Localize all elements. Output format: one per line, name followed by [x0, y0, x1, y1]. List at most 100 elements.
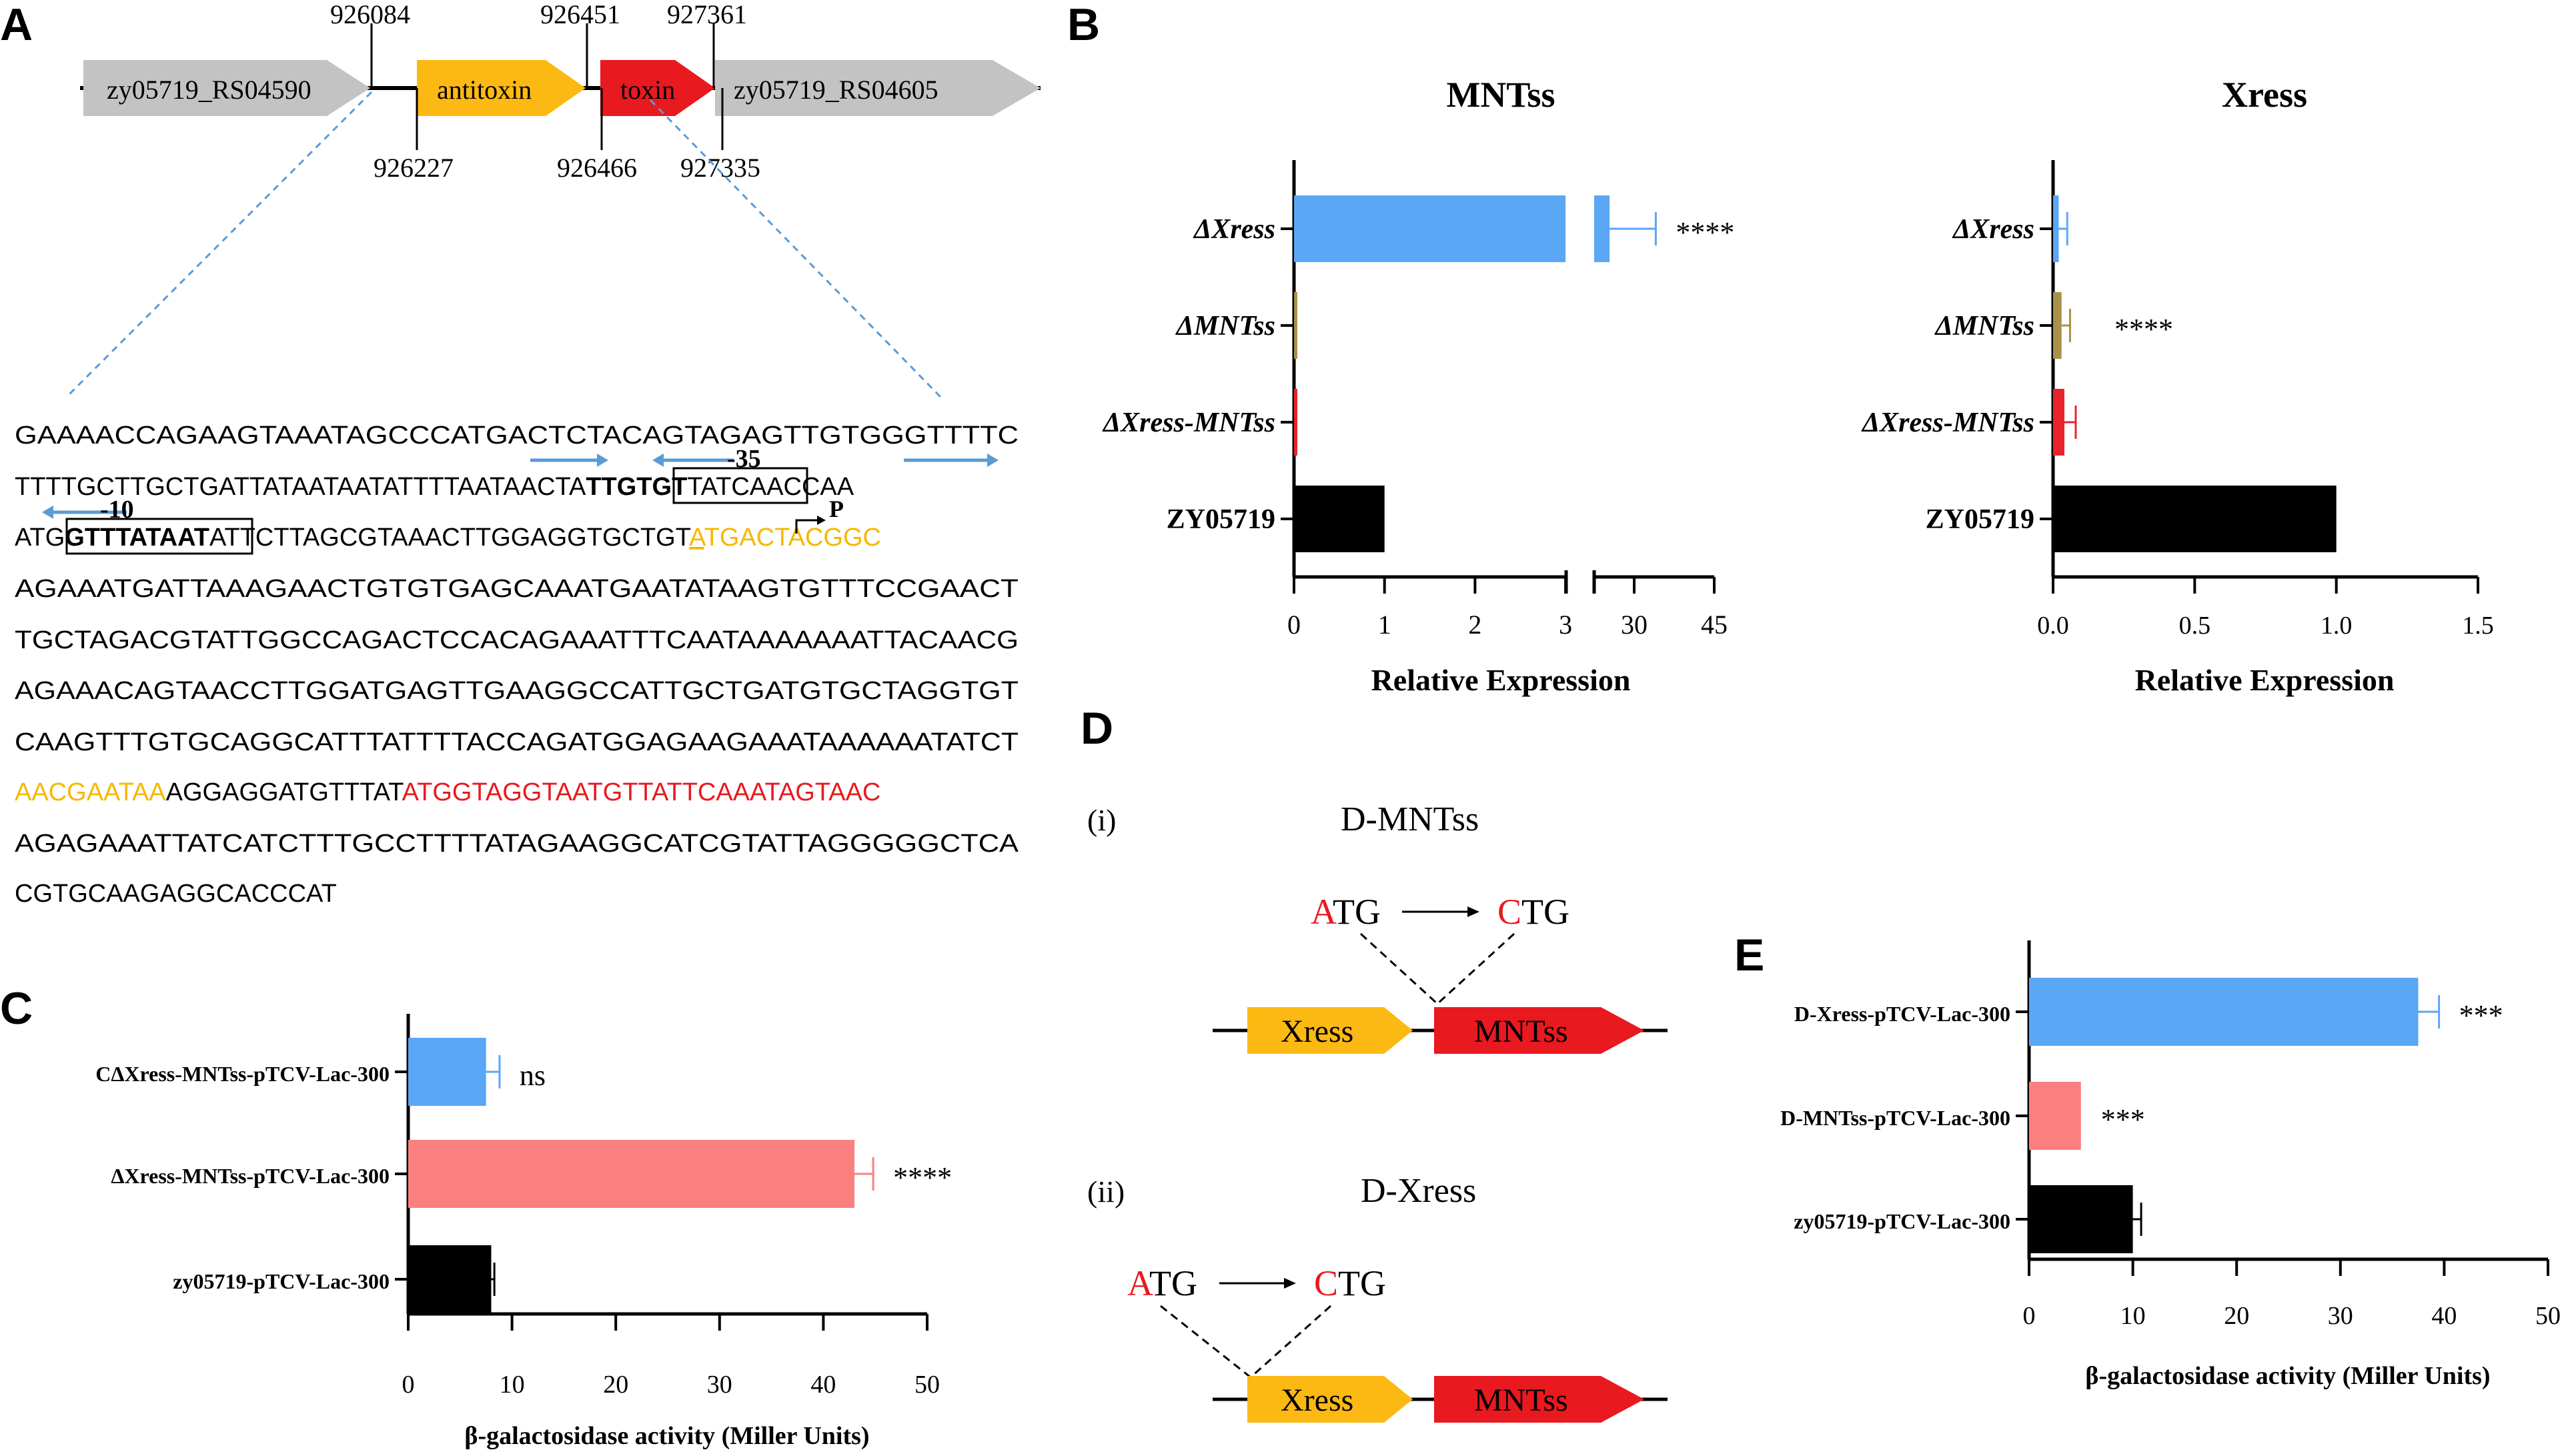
mut-base-rest: TG	[1521, 892, 1569, 932]
gene-arrow-mntss	[1434, 1007, 1644, 1054]
x-tick-label: 20	[2224, 1302, 2249, 1330]
x-axis-label: β-galactosidase activity (Miller Units)	[464, 1422, 869, 1450]
chart-e: D-Xress-pTCV-Lac-300***D-MNTss-pTCV-Lac-…	[1780, 940, 2561, 1390]
seq-line: ATGGTTTATAATATTCTTAGCGTAAACTTGGAGGTGCTGT…	[15, 524, 881, 552]
seq-box-10: GTTTATAAT	[65, 524, 209, 552]
mutation-from: ATG	[1311, 892, 1381, 932]
seq-segment: TGACTACGGC	[704, 524, 881, 552]
x-tick-label: 30	[707, 1371, 732, 1399]
x-tick-label: 40	[2431, 1302, 2457, 1330]
gene-arrow-rs04590	[83, 60, 370, 116]
mutation-from: ATG	[1127, 1263, 1197, 1303]
category-label: ΔXress	[1193, 214, 1275, 245]
bar	[2053, 292, 2062, 359]
category-label: ZY05719	[1926, 504, 2034, 535]
seq-segment: ATGGTAGGTAATGTTATTCAAATAGTAAC	[402, 778, 881, 806]
gene-arrow-mntss	[1434, 1376, 1644, 1423]
mut-base-rest: TG	[1149, 1263, 1197, 1303]
sub-label-i: (i)	[1087, 803, 1116, 837]
seq-box-35: TTGTGT	[586, 473, 687, 501]
repeat-arrow-head	[42, 506, 53, 519]
bar	[1294, 389, 1297, 456]
seq-line: CGTGCAAGAGGCACCCAT	[15, 880, 337, 908]
coord-label: 927335	[680, 153, 760, 183]
x-tick-label: 30	[2328, 1302, 2353, 1330]
box-minus10	[65, 518, 253, 555]
category-label: ΔMNTss	[1934, 311, 2035, 341]
mut-base-rest: TG	[1333, 892, 1381, 932]
gene-label-mntss: MNTss	[1474, 1014, 1568, 1049]
seq-line: AACGAATAAAGGAGGATGTTTATATGGTAGGTAATGTTAT…	[15, 778, 880, 806]
x-tick-label: 3	[1559, 610, 1572, 640]
dashed-pointer	[1359, 932, 1439, 1005]
x-tick-label: 0	[2023, 1302, 2036, 1330]
mutation-schematic-ii: (ii) D-Xress ATG CTG Xress MNTss	[1087, 1172, 1668, 1423]
gene-label-xress: Xress	[1281, 1014, 1353, 1049]
x-tick-label: 0	[402, 1371, 415, 1399]
label-promoter: P	[829, 496, 844, 522]
panel-label-c: C	[0, 983, 33, 1034]
dashed-pointer	[1436, 932, 1515, 1005]
x-tick-label: 50	[2535, 1302, 2561, 1330]
seq-segment: TATCAACCAA	[687, 473, 854, 501]
x-tick-label: 1	[1378, 610, 1391, 640]
significance-label: ****	[1676, 216, 1734, 249]
seq-start-site: A	[689, 524, 706, 552]
operon-map: zy05719_RS04590 antitoxin toxin zy05719_…	[65, 0, 1041, 398]
mut-base-rest: TG	[1338, 1263, 1386, 1303]
bar	[1294, 195, 1566, 262]
x-tick-label: 10	[2120, 1302, 2146, 1330]
x-tick-label: 1.5	[2462, 612, 2494, 640]
gene-label-rs04605: zy05719_RS04605	[734, 75, 938, 105]
chart-title: Xress	[2222, 75, 2307, 115]
x-tick-label: 50	[914, 1371, 940, 1399]
coord-label: 926227	[374, 153, 454, 183]
x-tick-label: 40	[810, 1371, 836, 1399]
bar	[1294, 486, 1385, 552]
panel-label-d: D	[1081, 703, 1113, 754]
coord-label: 926451	[540, 0, 620, 29]
tss-arrow	[795, 519, 817, 534]
bar	[2029, 1082, 2081, 1150]
mutation-arrow-head	[1284, 1278, 1296, 1289]
bar	[408, 1140, 855, 1208]
seq-line: TTTTGCTTGCTGATTATAATAATATTTTAATAACTATTGT…	[15, 473, 854, 501]
chart-b-mntss: MNTssΔXress****ΔMNTssΔXress-MNTssZY05719…	[1102, 75, 1735, 697]
repeat-arrow-head	[597, 454, 608, 467]
seq-segment: AGGAGGATGTTTAT	[166, 778, 404, 806]
seq-line: AGAAACAGTAACCTTGGATGAGTTGAAGGCCATTGCTGAT…	[15, 677, 1019, 705]
gene-arrow-xress	[1247, 1376, 1413, 1423]
box-minus35	[672, 467, 808, 504]
category-label: ΔXress	[1952, 214, 2034, 245]
gene-label-mntss: MNTss	[1474, 1383, 1568, 1418]
bar	[1294, 292, 1297, 359]
category-label: zy05719-pTCV-Lac-300	[1794, 1209, 2010, 1233]
category-label: D-MNTss-pTCV-Lac-300	[1780, 1106, 2010, 1130]
category-label: ZY05719	[1167, 504, 1275, 535]
coord-label: 926466	[557, 153, 637, 183]
panel-label-a: A	[0, 0, 33, 50]
dashed-pointer	[1250, 1305, 1331, 1379]
gene-arrow-rs04605	[715, 60, 1041, 116]
x-tick-label: 0	[1287, 610, 1301, 640]
chart-b-xress: XressΔXressΔMNTss****ΔXress-MNTssZY05719…	[1861, 75, 2494, 697]
significance-label: ***	[2459, 999, 2503, 1032]
panel-label-b: B	[1067, 0, 1100, 50]
chart-title: MNTss	[1446, 75, 1555, 115]
seq-line: AGAGAAATTATCATCTTTGCCTTTTATAGAAGGCATCGTA…	[15, 830, 1019, 858]
gene-arrow-toxin	[600, 60, 715, 116]
seq-segment: ATTCTTAGCGTAAACTTGGAGGTGCTGT	[209, 524, 691, 552]
category-label: ΔMNTss	[1175, 311, 1276, 341]
x-axis-label: β-galactosidase activity (Miller Units)	[2085, 1362, 2490, 1390]
significance-label: ****	[893, 1161, 952, 1194]
bar	[2053, 486, 2337, 552]
zoom-line-left	[65, 91, 373, 398]
bar	[2053, 389, 2064, 456]
construct-title-dmntss: D-MNTss	[1341, 800, 1479, 838]
promoter-sequence: GAAAACCAGAAGTAAATAGCCCATGACTCTACAGTAGAGT…	[15, 422, 1019, 908]
x-tick-label: 0.0	[2037, 612, 2069, 640]
significance-label: ****	[2114, 313, 2173, 345]
coord-label: 926084	[330, 0, 410, 29]
label-minus10: -10	[100, 496, 134, 524]
